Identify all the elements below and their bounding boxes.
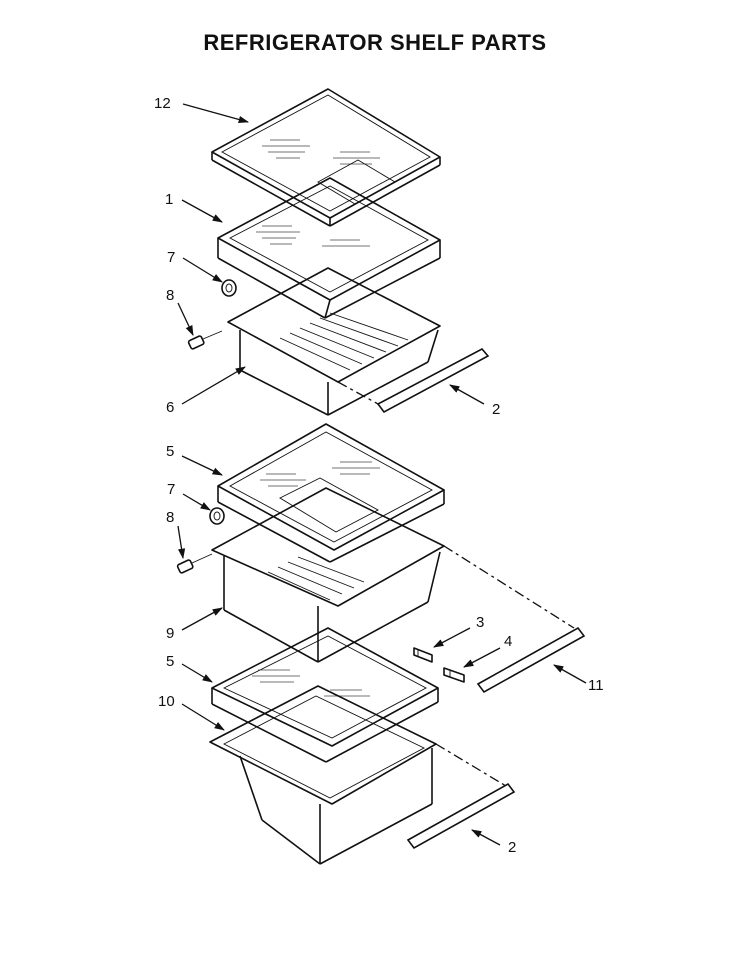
- callout-12: 12: [154, 95, 171, 112]
- callout-1: 1: [165, 191, 173, 208]
- callout-4: 4: [504, 633, 512, 650]
- shelf-frame-part-1: [217, 159, 441, 319]
- screw-part-8-upper: [187, 330, 223, 350]
- shelf-frame-part-5-upper: [217, 423, 445, 563]
- drawer-part-10: [209, 685, 437, 865]
- callout-7-upper: 7: [167, 249, 175, 266]
- callout-2-upper: 2: [492, 401, 500, 418]
- clip-part-3: [413, 647, 433, 663]
- glass-shelf-top-part-12: [211, 88, 441, 227]
- diagram-title: REFRIGERATOR SHELF PARTS: [203, 30, 547, 55]
- rail-part-11: [443, 545, 586, 694]
- callout-8-lower: 8: [166, 509, 174, 526]
- drawer-part-6: [227, 267, 441, 416]
- callout-2-lower: 2: [508, 839, 516, 856]
- callout-10: 10: [158, 693, 175, 710]
- callout-5-lower: 5: [166, 653, 174, 670]
- roller-part-7-upper: [221, 279, 237, 297]
- rail-part-2-upper: [337, 347, 490, 414]
- rail-part-2-lower: [406, 743, 516, 850]
- callout-7-lower: 7: [167, 481, 175, 498]
- callout-6: 6: [166, 399, 174, 416]
- callout-11: 11: [588, 677, 604, 694]
- callout-3: 3: [476, 614, 484, 631]
- leader-lines: [177, 103, 587, 846]
- callout-9: 9: [166, 625, 174, 642]
- shelf-frame-part-5-lower: [211, 627, 439, 763]
- clip-part-4: [443, 667, 465, 683]
- screw-part-8-lower: [176, 553, 213, 574]
- callout-5-upper: 5: [166, 443, 174, 460]
- callout-8-upper: 8: [166, 287, 174, 304]
- roller-part-7-lower: [209, 507, 225, 525]
